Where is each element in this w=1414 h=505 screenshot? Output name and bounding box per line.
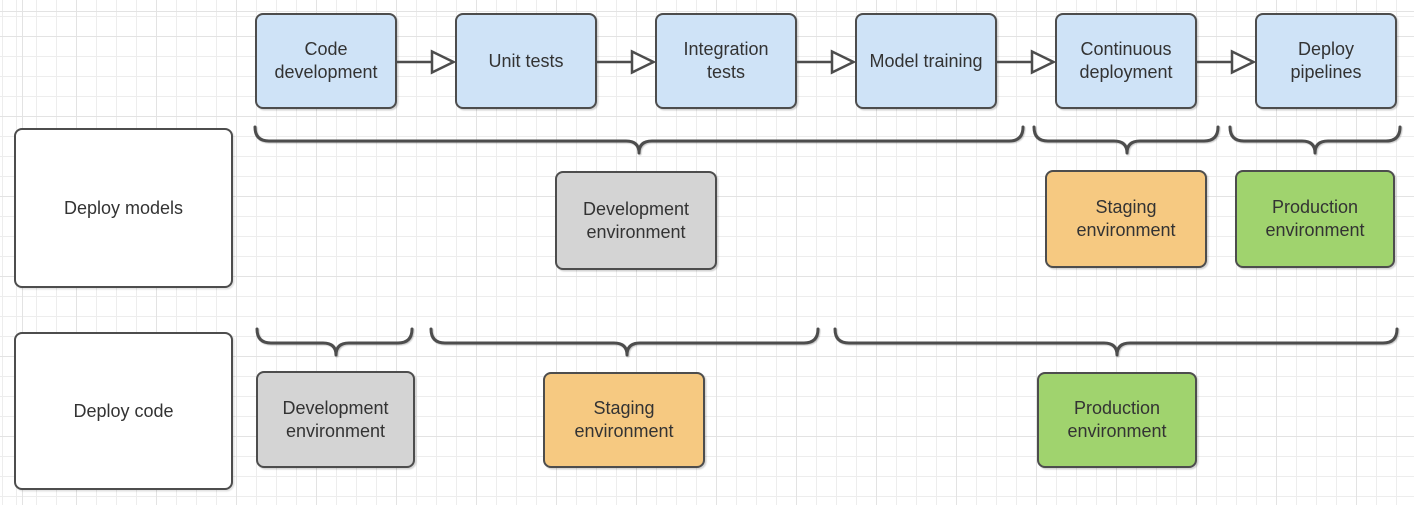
brace-code-development <box>255 327 414 357</box>
arrow-right-icon <box>597 49 657 75</box>
code-production-environment: Production environment <box>1037 372 1197 468</box>
models-development-environment: Development environment <box>555 171 717 270</box>
flow-step-integration-tests: Integration tests <box>655 13 797 109</box>
arrow-right-icon <box>997 49 1057 75</box>
brace-code-production <box>833 327 1399 357</box>
brace-models-staging <box>1032 125 1220 155</box>
flow-step-unit-tests: Unit tests <box>455 13 597 109</box>
models-staging-environment: Staging environment <box>1045 170 1207 268</box>
row-label-deploy-code: Deploy code <box>14 332 233 490</box>
flow-step-model-training: Model training <box>855 13 997 109</box>
flow-step-continuous-deployment: Continuous deployment <box>1055 13 1197 109</box>
arrow-right-icon <box>797 49 857 75</box>
arrow-right-icon <box>1197 49 1257 75</box>
brace-code-staging <box>429 327 820 357</box>
brace-models-production <box>1228 125 1402 155</box>
flow-step-deploy-pipelines: Deploy pipelines <box>1255 13 1397 109</box>
arrow-right-icon <box>397 49 457 75</box>
models-production-environment: Production environment <box>1235 170 1395 268</box>
flow-step-code-development: Code development <box>255 13 397 109</box>
brace-models-development <box>253 125 1025 155</box>
row-label-deploy-models: Deploy models <box>14 128 233 288</box>
code-staging-environment: Staging environment <box>543 372 705 468</box>
code-development-environment: Development environment <box>256 371 415 468</box>
